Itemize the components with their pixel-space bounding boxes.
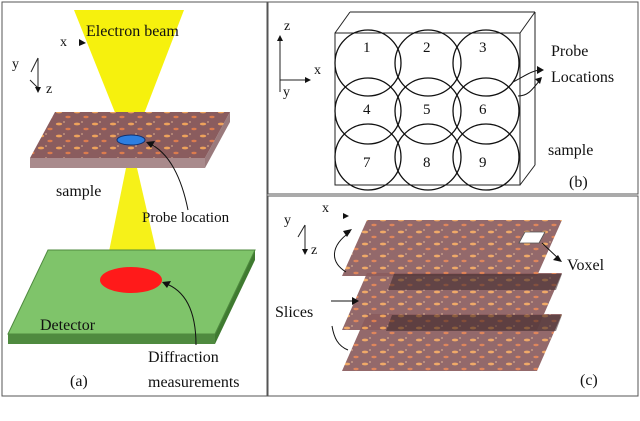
- probe-locations-arrowhead-1: [537, 66, 544, 74]
- panel-c-caption: (c): [580, 372, 598, 389]
- panel-b: 1 2 3 4 5 6 7 8 9 z x y Probe Locations …: [267, 1, 639, 195]
- panel-b-caption: (b): [569, 174, 588, 191]
- sample-slab-side: [30, 158, 205, 168]
- axis-arrow-a-x: [79, 39, 86, 46]
- probe-number-8: 8: [423, 155, 431, 171]
- slices-arrowhead: [352, 297, 359, 305]
- detector-side-right: [215, 250, 255, 344]
- diffraction-label-line1: Diffraction: [148, 349, 219, 366]
- axis-label-c-x: x: [322, 201, 329, 216]
- panel-a: x y z Electron beam sample Probe locatio…: [1, 1, 268, 397]
- probe-spot: [116, 134, 146, 146]
- detector-side: [8, 334, 215, 344]
- probe-number-4: 4: [363, 102, 371, 118]
- probe-number-9: 9: [479, 155, 487, 171]
- diffraction-label-line2: measurements: [148, 374, 240, 391]
- probe-circles: [334, 29, 520, 191]
- panel-c-frame: [267, 195, 639, 397]
- axis-label-b-z: z: [284, 19, 290, 34]
- slice-2-highlight: [388, 274, 562, 290]
- slice-1: [342, 220, 562, 276]
- voxel-arrowhead: [553, 255, 562, 262]
- slice-3-highlight: [386, 315, 562, 331]
- voxel: [518, 231, 546, 244]
- probe-number-1: 1: [363, 40, 371, 56]
- panel-a-frame: [1, 1, 268, 397]
- axis-label-c-y: y: [284, 213, 291, 228]
- diffraction-arrowhead: [162, 281, 171, 288]
- axis-arrow-b-x: [305, 77, 311, 83]
- probe-number-6: 6: [479, 102, 487, 118]
- axis-label-c-z: z: [311, 243, 317, 258]
- slices-arrowhead-top: [343, 229, 352, 237]
- probe-location-arrow: [147, 142, 189, 211]
- axis-label-a-x: x: [60, 35, 67, 50]
- axes-c: [297, 224, 306, 250]
- slices-brace-bottom: [331, 325, 349, 351]
- sample-label-a: sample: [56, 183, 101, 200]
- sample-label-b: sample: [548, 142, 593, 159]
- slices-brace-top: [334, 231, 351, 273]
- probe-number-7: 7: [363, 155, 371, 171]
- axis-label-a-z: z: [46, 82, 52, 97]
- slices-label: Slices: [275, 304, 313, 321]
- probe-number-5: 5: [423, 102, 431, 118]
- electron-beam-upper: [74, 10, 184, 140]
- electron-beam-label: Electron beam: [86, 23, 179, 40]
- probe-number-2: 2: [423, 40, 431, 56]
- diffraction-spot: [100, 267, 162, 293]
- electron-beam-lower: [104, 168, 162, 276]
- axis-label-b-y: y: [283, 85, 290, 100]
- probe-locations-label-line1: Probe: [551, 43, 588, 60]
- probe-locations-arrow-2: [517, 79, 541, 97]
- axis-label-a-y: y: [12, 57, 19, 72]
- detector-label: Detector: [40, 317, 96, 334]
- axis-arrow-c-x: [343, 213, 349, 219]
- probe-locations-arrowhead-2: [535, 77, 542, 84]
- probe-location-arrowhead: [146, 141, 155, 148]
- panel-a-caption: (a): [70, 373, 88, 390]
- sample-slab-side-right: [205, 112, 230, 168]
- axis-label-b-x: x: [314, 63, 321, 78]
- axes-a: [29, 57, 39, 89]
- voxel-label: Voxel: [567, 257, 605, 274]
- panel-c: Voxel Slices x y z (c): [267, 195, 639, 397]
- probe-locations-label-line2: Locations: [551, 69, 614, 86]
- panel-b-frame: [267, 1, 639, 195]
- probe-number-3: 3: [479, 40, 487, 56]
- axis-arrow-b-z: [277, 35, 283, 41]
- axes-b: [279, 40, 306, 92]
- axis-arrow-a-z: [35, 87, 41, 93]
- probe-location-label: Probe location: [142, 210, 230, 226]
- diffraction-arrow: [163, 282, 197, 346]
- axis-arrow-c-z: [302, 249, 308, 255]
